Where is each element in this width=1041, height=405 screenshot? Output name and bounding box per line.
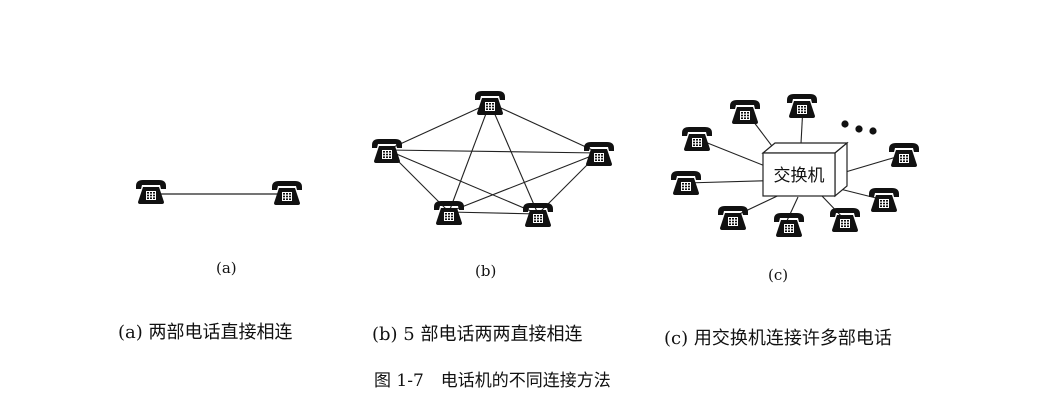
panel-b	[386, 102, 600, 215]
link-line	[448, 152, 600, 213]
panel-c-label: (c)	[768, 266, 789, 284]
switch-label: 交换机	[774, 166, 825, 186]
link-line	[489, 102, 600, 154]
telephone-icon	[730, 100, 760, 124]
switch-box: 交换机	[761, 141, 849, 198]
link-line	[386, 149, 600, 154]
panel-b-label: (b)	[475, 262, 497, 280]
figure-caption: 图 1-7 电话机的不同连接方法	[374, 371, 611, 391]
telephone-icon	[830, 208, 860, 232]
panel-b-caption: (b) 5 部电话两两直接相连	[372, 324, 583, 345]
telephone-icon	[869, 188, 899, 212]
panel-a-caption: (a) 两部电话直接相连	[118, 322, 293, 343]
telephone-icon	[774, 213, 804, 237]
panel-c-caption: (c) 用交换机连接许多部电话	[664, 328, 892, 349]
telephone-icon	[584, 142, 614, 166]
telephone-icon	[787, 94, 817, 118]
link-line	[448, 102, 491, 213]
telephone-icon	[682, 127, 712, 151]
telephone-icon	[434, 201, 464, 225]
telephone-icon	[718, 206, 748, 230]
telephone-icon	[272, 181, 302, 205]
panel-a	[136, 180, 302, 205]
telephone-icon	[523, 203, 553, 227]
panel-a-label: (a)	[216, 259, 237, 277]
link-line	[448, 211, 539, 215]
telephone-icon	[372, 139, 402, 163]
ellipsis-dots	[841, 120, 877, 135]
link-line	[386, 102, 491, 151]
link-line	[386, 149, 539, 215]
telephone-icon	[889, 143, 919, 167]
telephone-icon	[475, 91, 505, 115]
link-line	[489, 102, 539, 215]
telephone-icon	[136, 180, 166, 204]
